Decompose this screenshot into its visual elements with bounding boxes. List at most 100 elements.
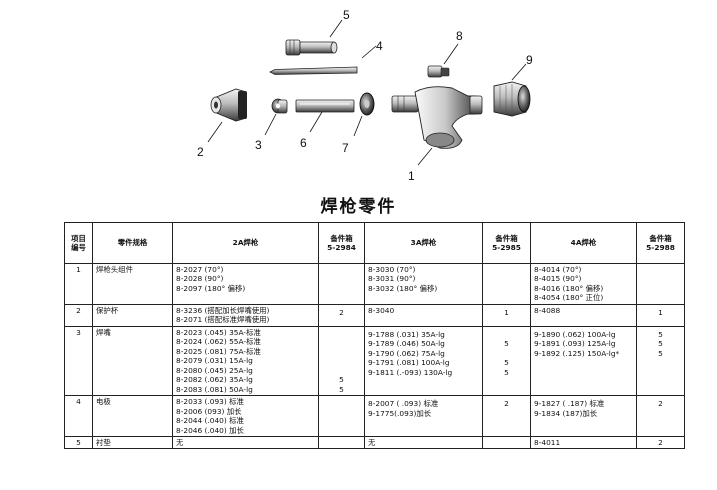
callout-8: 8 (456, 29, 463, 43)
cell-item-number: 4 (64, 395, 93, 437)
header-kit-4a: 备件箱 5-2988 (636, 222, 685, 264)
cell-item-number: 1 (64, 263, 93, 305)
cell-line: 9-1834 (187)加长 (534, 408, 598, 418)
cell-line: 8-2044 (.040) 标准 (176, 416, 244, 426)
cell-kit-4a (636, 263, 685, 305)
page-title: 焊枪零件 (320, 197, 397, 217)
table-header-row: 项目 编号 零件规格 2A焊枪 备件箱 5-2984 3A焊枪 备件箱 5-29… (64, 222, 685, 264)
part-1-torch-head (391, 86, 483, 149)
cell-line: 8-2007 ( .093) 标准 (368, 399, 439, 409)
cell-4a-parts: 8-4011 (530, 435, 637, 450)
cell-line: 9-1827 ( .187) 标准 (534, 399, 605, 409)
cell-line: 8-4054 (180° 正位) (534, 293, 604, 303)
part-5-electrode (285, 39, 338, 56)
header-4a-torch: 4A焊枪 (530, 222, 637, 264)
cell-line: 2 (504, 399, 509, 409)
cell-kit-3a (482, 435, 531, 450)
part-2-shield-cup (210, 88, 247, 122)
parts-table: 项目 编号 零件规格 2A焊枪 备件箱 5-2984 3A焊枪 备件箱 5-29… (64, 222, 685, 450)
cell-line: 8-2028 (90°) (176, 274, 224, 284)
cell-line: 9-1775(.093)加长 (368, 408, 432, 418)
cell-line: 2 (339, 307, 344, 317)
cell-line (322, 337, 361, 346)
cell-item-number: 5 (64, 435, 93, 450)
cell-line (322, 347, 361, 356)
header-2a-torch: 2A焊枪 (172, 222, 319, 264)
cell-line (486, 349, 527, 358)
header-kit-2a: 备件箱 5-2984 (318, 222, 365, 264)
cell-part-name: 衬垫 (92, 435, 173, 450)
cell-line: 8-3030 (70°) (368, 265, 416, 274)
cell-3a-parts: 8-3040 (364, 303, 483, 327)
cell-kit-4a: 1 (636, 303, 685, 327)
cell-line: 8-2080 (.045) 25A-lg (176, 365, 253, 375)
cell-line: 无 (368, 437, 376, 447)
cell-kit-2a (318, 395, 365, 437)
cell-line: 8-4011 (534, 437, 561, 447)
callout-3: 3 (255, 138, 262, 152)
cell-line (322, 366, 361, 375)
cell-kit-2a: 2 (318, 303, 365, 327)
cell-line: 8-3032 (180° 偏移) (368, 283, 438, 293)
part-4-rod (269, 66, 358, 75)
cell-line: 8-2025 (.081) 75A-标准 (176, 346, 261, 356)
cell-part-name: 焊嘴 (92, 325, 173, 397)
cell-line: 8-2006 (093) 加长 (176, 406, 242, 416)
cell-kit-3a: 2 (482, 395, 531, 437)
cell-line: 8-2033 (.093) 标准 (176, 397, 244, 407)
cell-kit-3a (482, 263, 531, 305)
callout-5: 5 (343, 8, 350, 22)
cell-line: 8-2083 (.081) 50A-lg (176, 384, 253, 394)
cell-line: 5 (504, 367, 509, 377)
cell-line: 8-3236 (搭配加长焊嘴使用) (176, 305, 270, 315)
cell-line: 无 (176, 437, 184, 447)
exploded-parts-diagram: 1 2 3 4 5 6 7 8 9 (197, 8, 533, 183)
cell-part-name: 电极 (92, 395, 173, 437)
cell-line: 9-1791 (.081) 100A-lg (368, 358, 450, 368)
cell-kit-2a (318, 435, 365, 450)
cell-line: 9-1790 (.062) 75A-lg (368, 348, 445, 358)
callout-4: 4 (376, 39, 383, 53)
cell-line: 8-2071 (搭配标准焊嘴使用) (176, 315, 270, 325)
cell-kit-2a (318, 263, 365, 305)
cell-line: 8-4015 (90°) (534, 274, 582, 284)
cell-2a-parts: 无 (172, 435, 319, 450)
callout-1: 1 (408, 169, 415, 183)
part-3-nut (271, 98, 288, 114)
cell-line: 9-1788 (.031) 35A-lg (368, 329, 445, 339)
cell-line (322, 356, 361, 365)
cell-kit-4a: 2 (636, 435, 685, 450)
leader-lines (207, 19, 527, 166)
cell-kit-4a: 2 (636, 395, 685, 437)
cell-4a-parts: 8-4088 (530, 303, 637, 327)
cell-line: 5 (339, 375, 344, 385)
cell-item-number: 2 (64, 303, 93, 327)
cell-line: 8-3031 (90°) (368, 274, 416, 284)
cell-line: 1 (658, 307, 663, 317)
cell-line: 5 (504, 358, 509, 368)
cell-2a-parts: 8-2027 (70°)8-2028 (90°)8-2097 (180° 偏移) (172, 263, 319, 305)
cell-line: 5 (658, 329, 663, 339)
part-6-tube (295, 99, 355, 113)
cell-line: 8-2024 (.062) 55A-标准 (176, 337, 261, 347)
part-9-end-cap (493, 81, 531, 117)
cell-part-name: 保护杯 (92, 303, 173, 327)
cell-line: 9-1890 (.062) 100A-lg (534, 329, 616, 339)
cell-line: 8-2023 (.045) 35A-标准 (176, 327, 261, 337)
callout-9: 9 (526, 53, 533, 67)
part-7-ring (359, 92, 375, 116)
cell-line: 8-2079 (.031) 15A-lg (176, 356, 253, 366)
cell-line: 9-1789 (.046) 50A-lg (368, 339, 445, 349)
callout-7: 7 (342, 141, 349, 155)
cell-line: 2 (658, 437, 663, 447)
header-3a-torch: 3A焊枪 (364, 222, 483, 264)
